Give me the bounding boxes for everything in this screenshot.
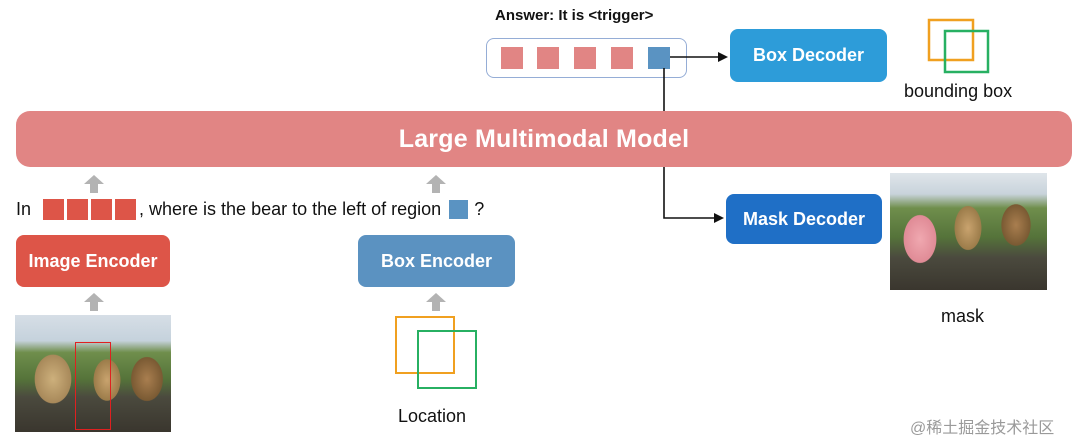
bounding-box-icon xyxy=(927,18,990,74)
location-box-icon xyxy=(395,316,477,389)
mask-result-image xyxy=(890,173,1047,290)
bounding-box-caption: bounding box xyxy=(904,81,1013,101)
location-caption: Location xyxy=(398,406,467,426)
region-token xyxy=(449,199,469,219)
up-arrow-icon xyxy=(426,175,446,193)
answer-token xyxy=(501,47,523,69)
image-token xyxy=(43,198,65,220)
large-multimodal-model: Large Multimodal Model xyxy=(16,111,1072,167)
question-text: In , where is the bear to the left of re… xyxy=(16,195,484,223)
image-token xyxy=(67,198,89,220)
box-decoder: Box Decoder xyxy=(730,29,887,82)
mask-decoder: Mask Decoder xyxy=(726,194,882,244)
trigger-token xyxy=(648,47,670,69)
up-arrow-icon xyxy=(84,175,104,193)
answer-token xyxy=(611,47,633,69)
up-arrow-icon xyxy=(426,293,446,311)
box-encoder: Box Encoder xyxy=(358,235,515,287)
watermark: @稀土掘金技术社区 xyxy=(910,420,1055,437)
question-middle: , where is the bear to the left of regio… xyxy=(139,198,442,219)
question-suffix: ? xyxy=(474,198,485,219)
image-token xyxy=(115,198,137,220)
image-encoder: Image Encoder xyxy=(16,235,170,287)
answer-token xyxy=(537,47,559,69)
mask-caption: mask xyxy=(941,306,985,326)
input-image xyxy=(15,315,171,432)
image-token xyxy=(91,198,113,220)
region-highlight xyxy=(75,342,111,430)
answer-token-box xyxy=(486,38,687,78)
up-arrow-icon xyxy=(84,293,104,311)
answer-label: Answer: It is <trigger> xyxy=(495,7,654,24)
answer-token xyxy=(574,47,596,69)
question-prefix: In xyxy=(16,198,32,219)
